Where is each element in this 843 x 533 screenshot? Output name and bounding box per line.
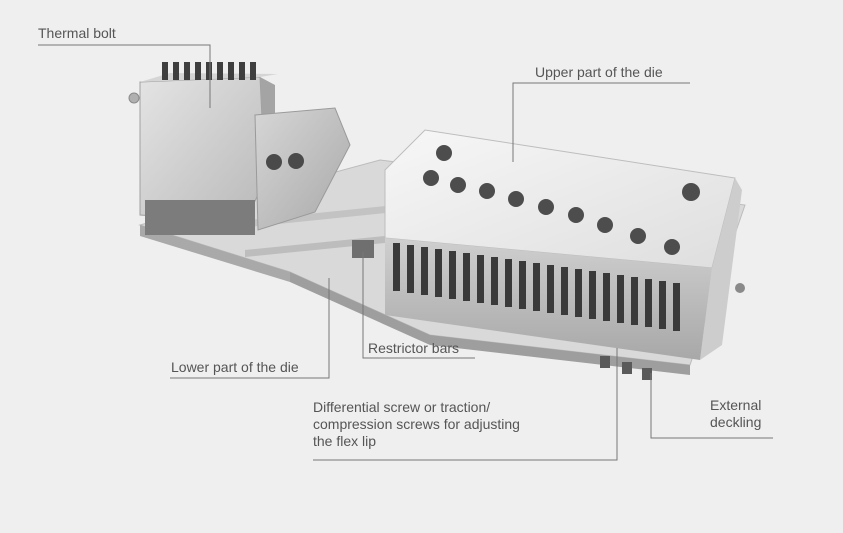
leader-lower-part: [170, 278, 330, 379]
leader-upper-part: [512, 82, 690, 162]
adjustment-screw-row: [393, 243, 680, 331]
label-lower-part: Lower part of the die: [171, 359, 299, 375]
feed-wedge: [254, 107, 351, 231]
label-upper-part: Upper part of the die: [535, 64, 663, 80]
label-thermal-bolt: Thermal bolt: [38, 25, 116, 41]
leader-lines: [38, 44, 773, 461]
bolt-row: [162, 62, 256, 80]
leader-differential-screw: [313, 348, 618, 461]
leader-thermal-bolt: [38, 44, 211, 108]
deckling-blocks: [600, 356, 652, 380]
end-fitting: [735, 283, 745, 293]
restrictor-bar-end: [352, 240, 374, 258]
label-differential-screw: Differential screw or traction/ compress…: [313, 399, 520, 449]
leader-external-deckling: [650, 373, 773, 439]
label-external-deckling: External deckling: [710, 397, 762, 430]
thermal-bolt-block: [128, 62, 278, 235]
label-restrictor-bars: Restrictor bars: [368, 340, 460, 356]
leader-restrictor-bars: [362, 252, 475, 359]
upper-die-holes: [423, 145, 700, 255]
